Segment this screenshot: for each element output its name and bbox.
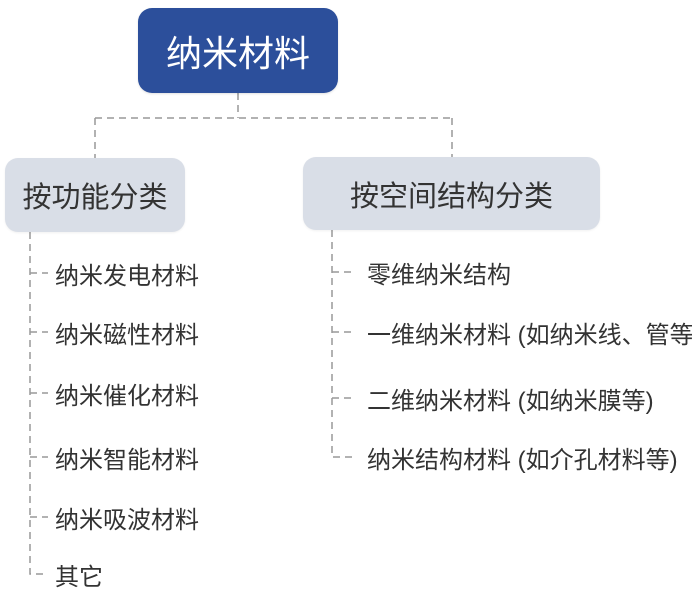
leaf-item: 纳米磁性材料 bbox=[55, 321, 199, 349]
leaf-item: 纳米智能材料 bbox=[55, 446, 199, 474]
connector-left-spine bbox=[29, 232, 48, 575]
leaf-item: 二维纳米材料 (如纳米膜等) bbox=[367, 387, 654, 415]
root-node-label: 纳米材料 bbox=[165, 32, 310, 74]
branch-node-label: 按空间结构分类 bbox=[349, 180, 553, 213]
leaf-item: 纳米催化材料 bbox=[55, 382, 199, 410]
branch-node-label: 按功能分类 bbox=[22, 182, 168, 214]
leaf-item: 零维纳米结构 bbox=[367, 261, 511, 289]
leaf-item: 一维纳米材料 (如纳米线、管等) bbox=[367, 321, 692, 349]
leaf-item: 纳米发电材料 bbox=[55, 262, 199, 290]
leaf-item: 其它 bbox=[55, 563, 103, 591]
leaf-item: 纳米吸波材料 bbox=[55, 506, 199, 534]
connector-right-spine bbox=[331, 230, 352, 458]
root-node-nanomaterials: 纳米材料 bbox=[138, 8, 338, 93]
leaf-item: 纳米结构材料 (如介孔材料等) bbox=[367, 446, 678, 474]
branch-node-by-structure: 按空间结构分类 bbox=[303, 157, 600, 230]
branch-node-by-function: 按功能分类 bbox=[5, 158, 185, 232]
